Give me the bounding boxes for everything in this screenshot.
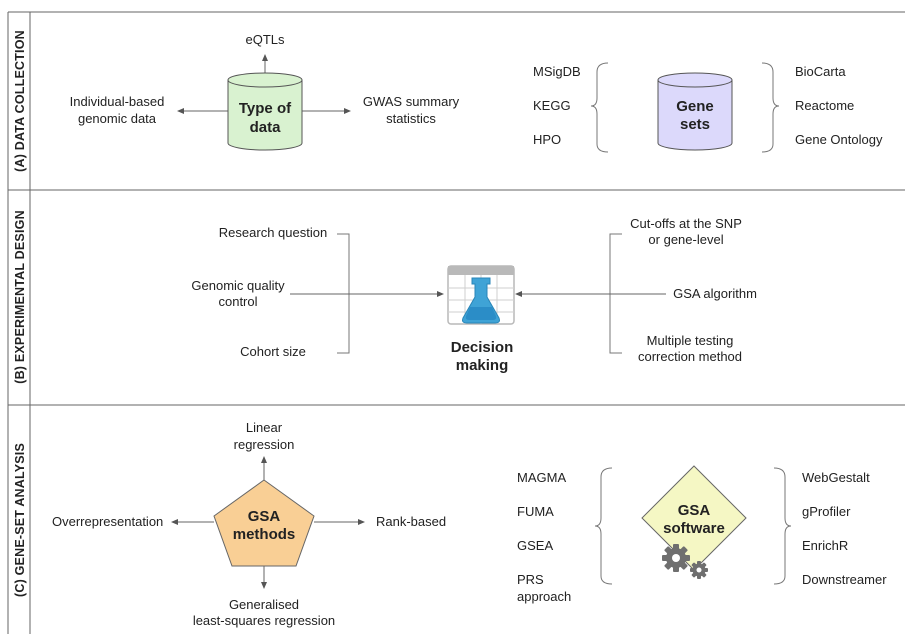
cohort-size-label: Cohort size xyxy=(240,344,306,359)
gsa-software-group: GSA software MAGMA FUMA GSEA PRS xyxy=(517,465,887,604)
cutoffs-line2: or gene-level xyxy=(648,232,723,247)
software-left-brace xyxy=(594,467,613,585)
individual-data-line2: genomic data xyxy=(78,111,157,126)
gsa-methods-group: GSA methods Linear regression Overrepres… xyxy=(52,420,446,628)
gwas-summary-line1: GWAS summary xyxy=(363,94,460,109)
decision-making-icon xyxy=(447,265,515,325)
fuma-label: FUMA xyxy=(517,504,554,519)
gsa-software-line1: GSA xyxy=(678,502,711,519)
gsa-software-line2: software xyxy=(663,520,725,537)
multiple-testing-line2: correction method xyxy=(638,349,742,364)
gene-sets-line2: sets xyxy=(680,116,710,133)
overrepresentation-label: Overrepresentation xyxy=(52,514,163,529)
gear-icon xyxy=(662,544,708,579)
prs-approach-line1: PRS xyxy=(517,572,544,587)
eqtls-label: eQTLs xyxy=(245,32,285,47)
genomic-qc-line2: control xyxy=(218,294,257,309)
gsa-methods-line2: methods xyxy=(233,526,296,543)
section-a-label: (A) DATA COLLECTION xyxy=(13,30,27,172)
rank-based-label: Rank-based xyxy=(376,514,446,529)
cutoffs-line1: Cut-offs at the SNP xyxy=(630,216,742,231)
generalised-ls-line2: least-squares regression xyxy=(193,613,335,628)
gene-sets-cylinder xyxy=(657,72,733,151)
gsa-methods-pentagon xyxy=(213,479,315,567)
genomic-qc-line1: Genomic quality xyxy=(191,278,285,293)
gprofiler-label: gProfiler xyxy=(802,504,851,519)
multiple-testing-line1: Multiple testing xyxy=(647,333,734,348)
webgestalt-label: WebGestalt xyxy=(802,470,870,485)
linear-regression-line1: Linear xyxy=(246,420,283,435)
enrichr-label: EnrichR xyxy=(802,538,848,553)
hpo-label: HPO xyxy=(533,132,561,147)
gsa-methods-line1: GSA xyxy=(248,508,281,525)
experimental-design-group: Decision making Research question Genomi… xyxy=(191,216,757,374)
kegg-label: KEGG xyxy=(533,98,571,113)
research-question-label: Research question xyxy=(219,225,327,240)
linear-regression-line2: regression xyxy=(234,437,295,452)
type-of-data-line2: data xyxy=(250,119,282,136)
section-b-label: (B) EXPERIMENTAL DESIGN xyxy=(13,210,27,384)
downstreamer-label: Downstreamer xyxy=(802,572,887,587)
magma-label: MAGMA xyxy=(517,470,566,485)
reactome-label: Reactome xyxy=(795,98,854,113)
gsa-algorithm-label: GSA algorithm xyxy=(673,286,757,301)
gene-ontology-label: Gene Ontology xyxy=(795,132,883,147)
generalised-ls-line1: Generalised xyxy=(229,597,299,612)
individual-data-line1: Individual-based xyxy=(70,94,165,109)
gene-sets-group: Gene sets MSigDB KEGG HPO BioCarta React… xyxy=(533,62,883,153)
section-c-label: (C) GENE-SET ANALYSIS xyxy=(13,443,27,597)
type-of-data-line1: Type of xyxy=(239,100,292,117)
type-of-data-cylinder xyxy=(227,72,303,151)
biocarta-label: BioCarta xyxy=(795,64,846,79)
software-right-brace xyxy=(773,467,792,585)
type-of-data-group: Type of data eQTLs Individual-based geno… xyxy=(70,32,460,151)
section-borders xyxy=(7,11,905,634)
gene-sets-line1: Gene xyxy=(676,98,714,115)
gene-sets-right-brace xyxy=(761,62,780,153)
prs-approach-line2: approach xyxy=(517,589,571,604)
gwas-summary-line2: statistics xyxy=(386,111,436,126)
decision-making-line1: Decision xyxy=(451,339,514,356)
gsea-label: GSEA xyxy=(517,538,553,553)
gene-sets-left-brace xyxy=(590,62,609,153)
decision-making-line2: making xyxy=(456,357,509,374)
msigdb-label: MSigDB xyxy=(533,64,581,79)
